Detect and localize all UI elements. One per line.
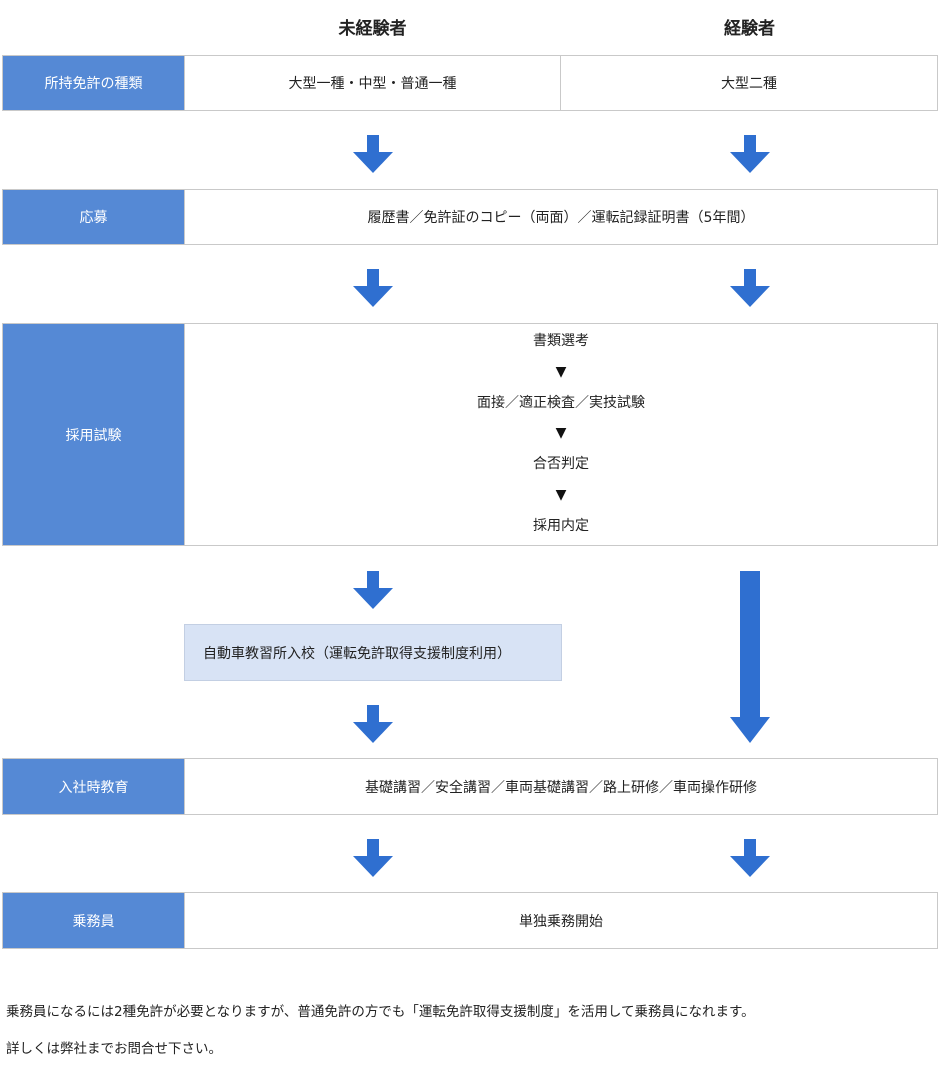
down-triangle-icon: ▼ [555, 363, 567, 380]
long-flow-arrow-down-icon [730, 571, 770, 743]
flow-arrow-down-icon [353, 571, 393, 609]
footer-note: 詳しくは弊社までお問合せ下さい。 [6, 1041, 222, 1057]
exam-step: 面接／適正検査／実技試験 [477, 394, 645, 411]
flow-arrow-down-icon [353, 839, 393, 877]
row-label-exam: 採用試験 [2, 323, 184, 546]
license-inexperienced-cell: 大型一種・中型・普通一種 [184, 55, 561, 111]
license-experienced-cell: 大型二種 [561, 55, 938, 111]
exam-step: 書類選考 [533, 333, 589, 349]
row-label-license: 所持免許の種類 [2, 55, 184, 111]
flow-arrow-down-icon [730, 839, 770, 877]
flow-arrow-down-icon [353, 705, 393, 743]
exam-step: 採用内定 [533, 517, 589, 534]
apply-documents-cell: 履歴書／免許証のコピー（両面）／運転記録証明書（5年間） [184, 189, 938, 245]
exam-steps-cell: 書類選考 ▼ 面接／適正検査／実技試験 ▼ 合否判定 ▼ 採用内定 [184, 323, 938, 546]
row-label-training: 入社時教育 [2, 758, 184, 815]
crew-start-cell: 単独乗務開始 [184, 892, 938, 949]
flow-arrow-down-icon [730, 269, 770, 307]
flow-arrow-down-icon [353, 269, 393, 307]
row-label-crew: 乗務員 [2, 892, 184, 949]
down-triangle-icon: ▼ [555, 425, 567, 442]
flow-arrow-down-icon [353, 135, 393, 173]
exam-step: 合否判定 [533, 456, 589, 473]
training-content-cell: 基礎講習／安全講習／車両基礎講習／路上研修／車両操作研修 [184, 758, 938, 815]
column-header-inexperienced: 未経験者 [338, 19, 407, 39]
column-header-experienced: 経験者 [724, 19, 775, 39]
down-triangle-icon: ▼ [555, 487, 567, 504]
footer-note: 乗務員になるには2種免許が必要となりますが、普通免許の方でも「運転免許取得支援制… [6, 1004, 755, 1020]
row-label-apply: 応募 [2, 189, 184, 245]
driving-school-box: 自動車教習所入校（運転免許取得支援制度利用） [184, 624, 562, 681]
flow-arrow-down-icon [730, 135, 770, 173]
